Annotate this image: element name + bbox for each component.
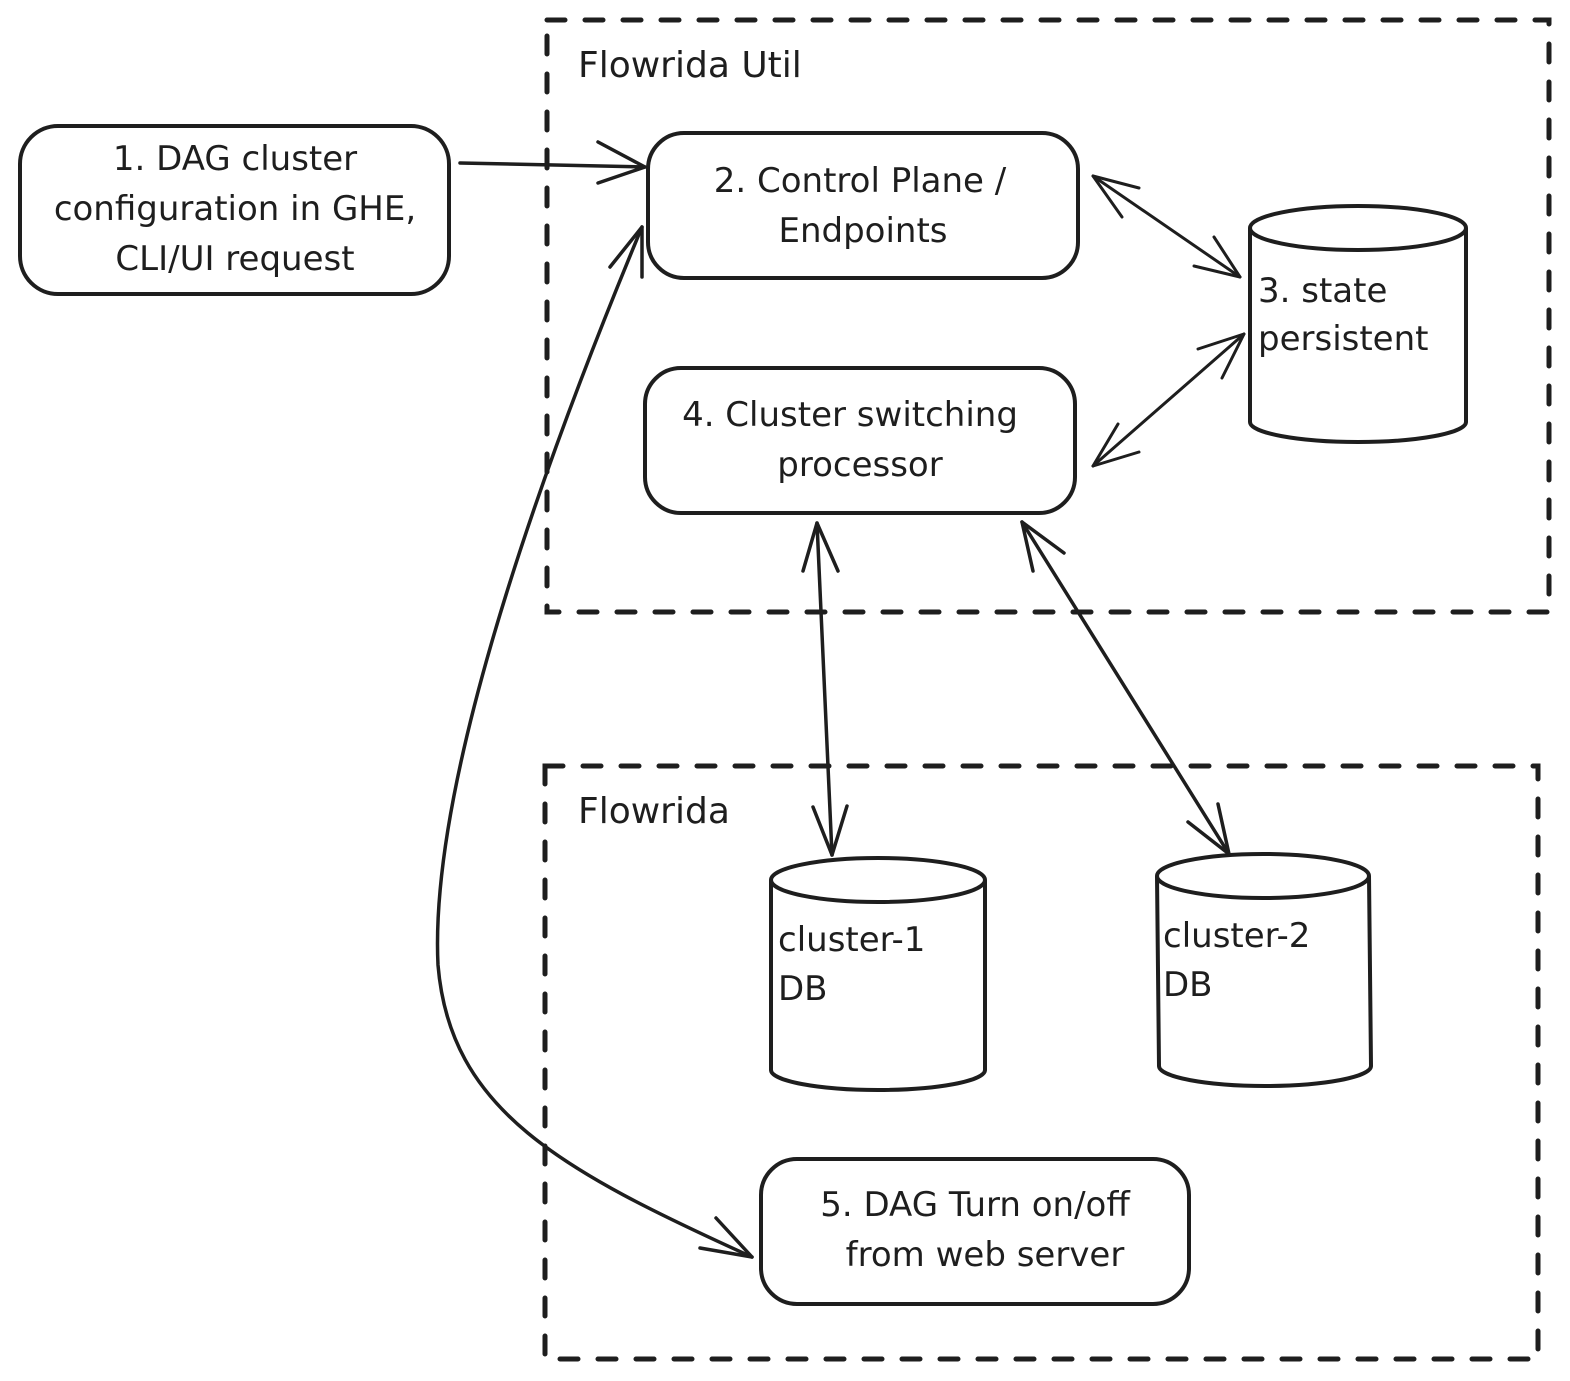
edge-2-to-3 (1091, 174, 1242, 279)
node-1-line-3: CLI/UI request (115, 239, 354, 279)
cluster-1-line-1: cluster-1 (778, 920, 925, 960)
node-state-persistent: 3. state persistent (1248, 204, 1468, 444)
node-cluster-2-db: cluster-2 DB (1155, 852, 1374, 1088)
edge-4-to-cluster1 (801, 521, 849, 857)
node-2-line-1: 2. Control Plane / (714, 161, 1007, 201)
edge-1-to-2 (458, 140, 647, 185)
node-3-line-1: 3. state (1258, 271, 1387, 311)
node-2-line-2: Endpoints (778, 211, 947, 251)
node-1-line-1: 1. DAG cluster (113, 139, 357, 179)
node-5-line-2: from web server (846, 1235, 1125, 1275)
node-cluster-1-db: cluster-1 DB (769, 856, 987, 1092)
edge-4-to-cluster2 (1020, 520, 1231, 856)
node-control-plane: 2. Control Plane / Endpoints (646, 131, 1080, 280)
group-flowrida-util-label: Flowrida Util (578, 45, 802, 86)
group-flowrida-util (544, 17, 1552, 615)
node-cluster-switching-processor: 4. Cluster switching processor (643, 366, 1077, 515)
node-4-line-2: processor (777, 445, 942, 485)
node-5-line-1: 5. DAG Turn on/off (820, 1185, 1131, 1225)
node-dag-cluster-config: 1. DAG cluster configuration in GHE, CLI… (18, 124, 451, 296)
node-3-line-2: persistent (1258, 319, 1428, 359)
group-flowrida (542, 763, 1541, 1362)
cluster-2-line-1: cluster-2 (1163, 916, 1310, 956)
cluster-1-line-2: DB (778, 969, 828, 1009)
edge-2-to-5 (435, 225, 754, 1259)
cluster-2-line-2: DB (1163, 965, 1213, 1005)
node-4-line-1: 4. Cluster switching (682, 395, 1018, 435)
node-dag-turn-on-off: 5. DAG Turn on/off from web server (759, 1157, 1191, 1306)
group-flowrida-label: Flowrida (578, 791, 730, 832)
edge-4-to-3 (1091, 332, 1246, 468)
node-1-line-2: configuration in GHE, (54, 189, 416, 229)
